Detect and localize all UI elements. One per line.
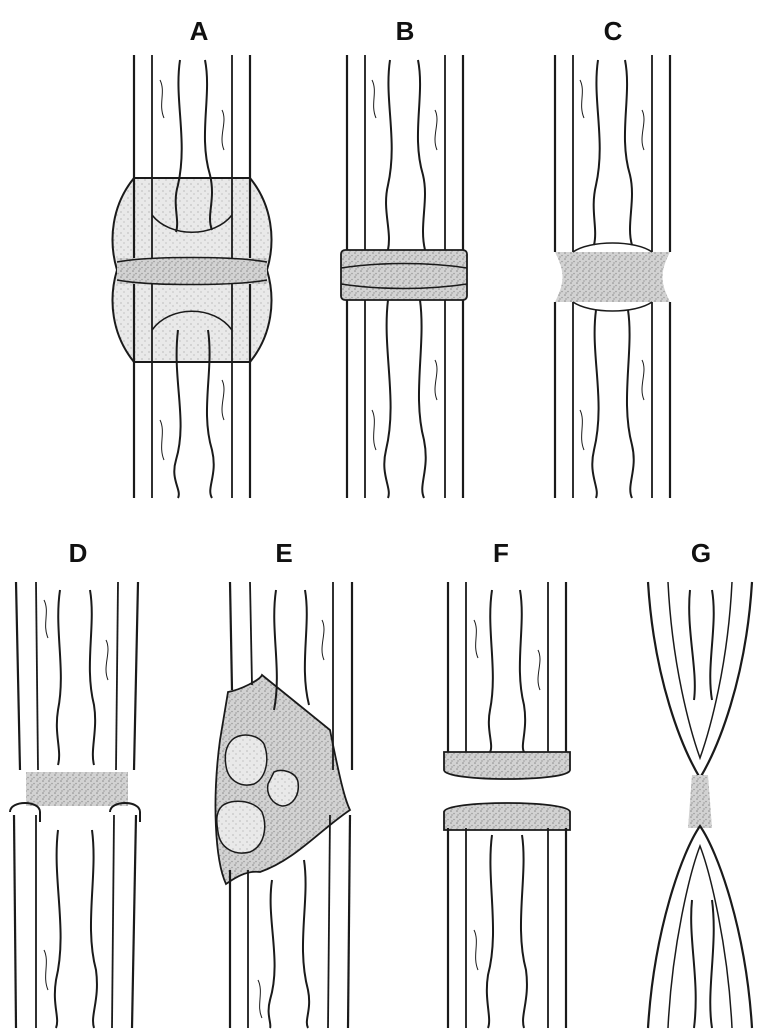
bone-lower-f — [448, 828, 566, 1028]
callus-b — [341, 250, 467, 300]
gap-band-a — [117, 258, 267, 284]
gap-g — [688, 775, 712, 828]
cap-lower-f — [444, 803, 570, 830]
bone-upper-d — [16, 582, 138, 770]
bone-lower-b — [347, 300, 463, 498]
panel-c — [555, 55, 670, 498]
bone-upper-g — [648, 582, 752, 778]
panel-f — [444, 582, 570, 1028]
bone-upper-c — [555, 55, 670, 252]
bone-upper-f — [448, 582, 566, 755]
panel-d — [10, 582, 140, 1028]
panel-a — [113, 55, 272, 498]
bone-upper-b — [347, 55, 463, 250]
panel-b — [341, 55, 467, 498]
panel-e — [215, 582, 352, 1028]
fragment-2-e — [268, 770, 299, 806]
bone-lower-g — [648, 826, 752, 1028]
bone-lower-c — [555, 302, 670, 498]
bone-lower-d — [14, 815, 136, 1028]
cap-upper-f — [444, 752, 570, 779]
fragment-1-e — [225, 735, 267, 785]
gap-d — [26, 772, 128, 806]
fragment-3-e — [217, 801, 265, 853]
gap-c — [555, 252, 670, 302]
panel-g — [648, 582, 752, 1028]
